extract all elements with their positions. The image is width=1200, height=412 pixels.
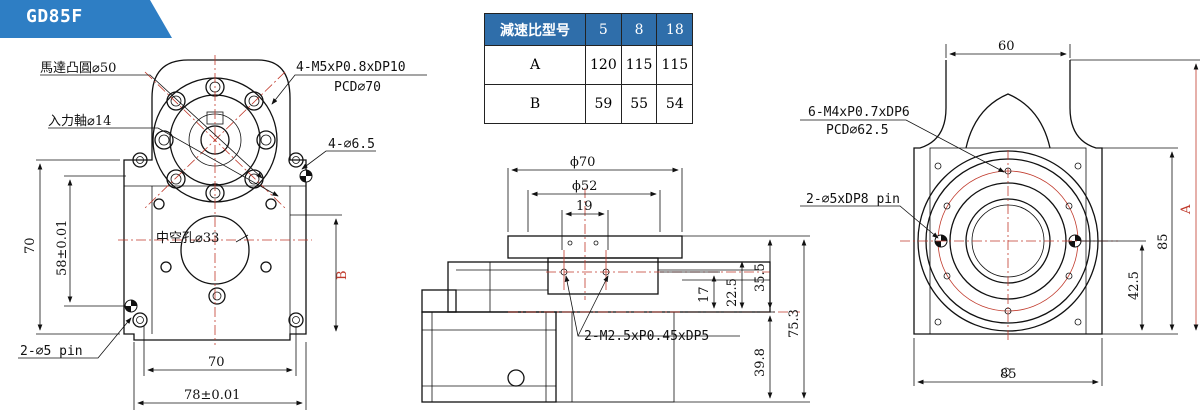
thread-label: 4-M5xP0.8xDP10 bbox=[296, 60, 406, 75]
dim-height-85: 85 bbox=[1156, 233, 1171, 250]
row-label-a: A bbox=[484, 45, 586, 85]
cell: 59 bbox=[585, 84, 622, 124]
cell: 120 bbox=[585, 45, 622, 85]
dim-width-78: 78±0.01 bbox=[184, 388, 240, 403]
rear-pcd-label: PCD⌀62.5 bbox=[826, 123, 889, 138]
dim-top-60: 60 bbox=[998, 39, 1015, 54]
dim-width-70: 70 bbox=[208, 355, 225, 370]
rear-housing-outline bbox=[913, 60, 1103, 335]
mount-hole-label: 4-⌀6.5 bbox=[328, 137, 375, 152]
front-housing-outline bbox=[123, 59, 307, 341]
model-tag: GD85F bbox=[0, 0, 172, 38]
dim-22-5: 22.5 bbox=[725, 278, 740, 307]
front-view: 馬達凸圓⌀50 4-M5xP0.8xDP10 PCD⌀70 入力軸⌀14 4-⌀… bbox=[18, 55, 427, 410]
dim-width-85: 85 bbox=[1000, 367, 1017, 382]
side-view: ϕ70 ϕ52 19 17 22.5 35.5 39.8 75.3 2-M2.5… bbox=[421, 155, 810, 403]
table-header-row: 減速比型号 5 8 18 bbox=[484, 13, 694, 46]
dim-height-70: 70 bbox=[23, 237, 38, 254]
cell: 55 bbox=[620, 84, 658, 124]
row-label-b: B bbox=[484, 84, 586, 124]
output-flange bbox=[507, 235, 683, 259]
motor-adapter bbox=[421, 311, 557, 403]
hollow-bore-label: 中空孔⌀33 bbox=[156, 231, 219, 246]
motor-boss-label: 馬達凸圓⌀50 bbox=[40, 61, 116, 76]
ratio-18: 18 bbox=[656, 13, 694, 46]
ratio-5: 5 bbox=[585, 13, 622, 46]
side-thread-label: 2-M2.5xP0.45xDP5 bbox=[584, 329, 709, 344]
table-row: A 120 115 115 bbox=[484, 45, 694, 85]
dim-75-3: 75.3 bbox=[787, 309, 802, 338]
dim-17: 17 bbox=[697, 286, 712, 303]
rear-bolt-holes bbox=[934, 162, 1082, 377]
dim-19: 19 bbox=[576, 199, 593, 214]
pcd-label: PCD⌀70 bbox=[334, 80, 381, 95]
dim-39-8: 39.8 bbox=[753, 348, 768, 377]
rear-thread-label: 6-M4xP0.7xDP6 bbox=[808, 105, 910, 120]
table-header-label: 減速比型号 bbox=[484, 13, 586, 46]
dim-d70: ϕ70 bbox=[570, 155, 595, 170]
ratio-table: 減速比型号 5 8 18 A 120 115 115 B 59 55 54 bbox=[484, 13, 694, 124]
dim-half-42-5: 42.5 bbox=[1127, 271, 1142, 300]
model-name: GD85F bbox=[26, 6, 83, 27]
dim-35-5: 35.5 bbox=[753, 263, 768, 292]
dim-d52: ϕ52 bbox=[572, 179, 597, 194]
pin-markers bbox=[124, 169, 313, 313]
dim-ref-a: A bbox=[1179, 204, 1194, 215]
table-row: B 59 55 54 bbox=[484, 84, 694, 124]
gearbox-body bbox=[447, 261, 771, 313]
cell: 115 bbox=[656, 45, 694, 85]
ratio-8: 8 bbox=[620, 13, 658, 46]
rear-view: 60 6-M4xP0.7xDP6 PCD⌀62.5 2-⌀5xDP8 pin 4… bbox=[800, 39, 1200, 386]
dim-ref-b: B bbox=[335, 270, 350, 280]
dim-pin-58: 58±0.01 bbox=[55, 220, 70, 276]
model-tag-shape bbox=[0, 0, 172, 38]
pin-label: 2-⌀5 pin bbox=[20, 344, 83, 359]
input-shaft-label: 入力軸⌀14 bbox=[48, 114, 111, 129]
cell: 115 bbox=[620, 45, 658, 85]
cell: 54 bbox=[656, 84, 694, 124]
rear-pin-label: 2-⌀5xDP8 pin bbox=[806, 192, 900, 207]
